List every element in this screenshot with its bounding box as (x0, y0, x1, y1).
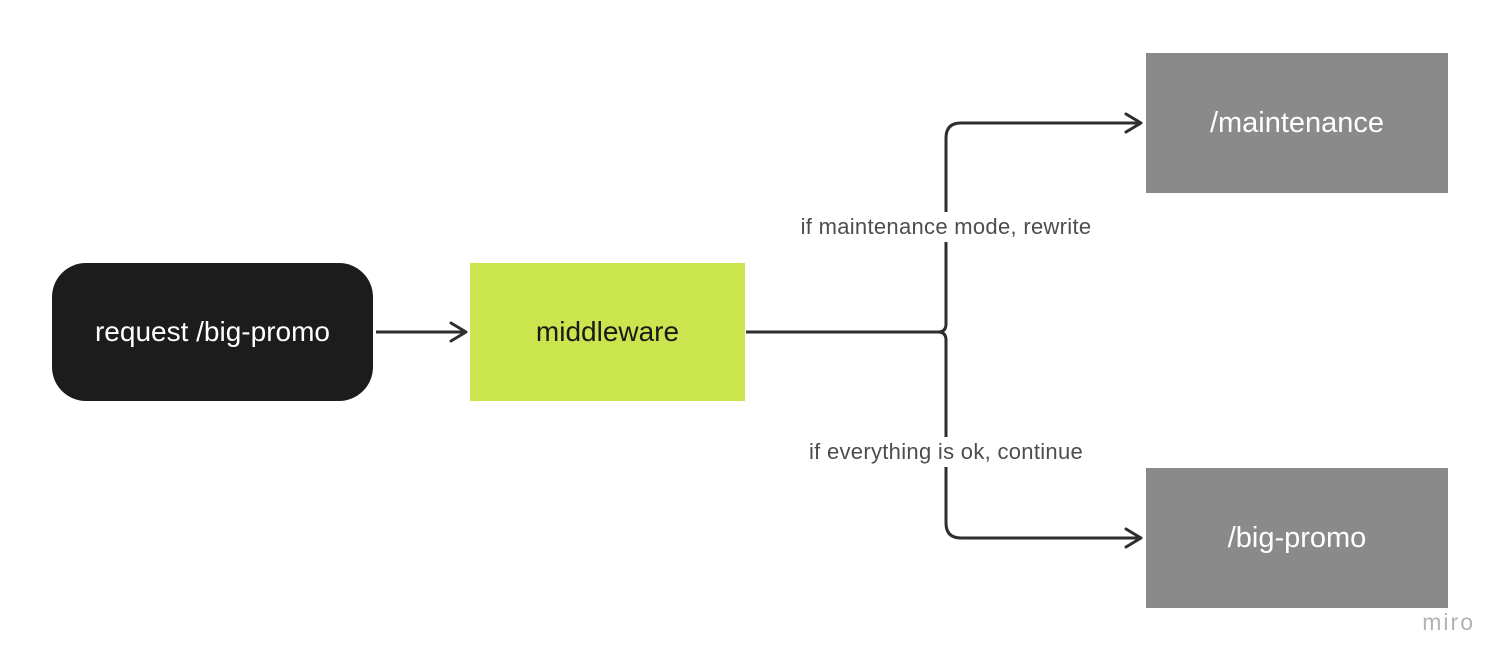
node-request-label: request /big-promo (94, 316, 330, 347)
edge-middleware-bigpromo (937, 330, 1143, 549)
miro-watermark: miro (1410, 608, 1479, 636)
edge-label-maintenance: if maintenance mode, rewrite (790, 212, 1102, 242)
node-big-promo-label: /big-promo (1227, 521, 1367, 554)
edge-label-continue: if everything is ok, continue (798, 437, 1094, 467)
node-middleware[interactable]: middleware (470, 263, 745, 401)
node-maintenance[interactable]: /maintenance (1146, 53, 1448, 193)
node-big-promo[interactable]: /big-promo (1146, 468, 1448, 608)
node-request-big-promo[interactable]: request /big-promo (52, 263, 373, 401)
node-middleware-label: middleware (535, 316, 680, 347)
node-maintenance-label: /maintenance (1209, 106, 1385, 139)
